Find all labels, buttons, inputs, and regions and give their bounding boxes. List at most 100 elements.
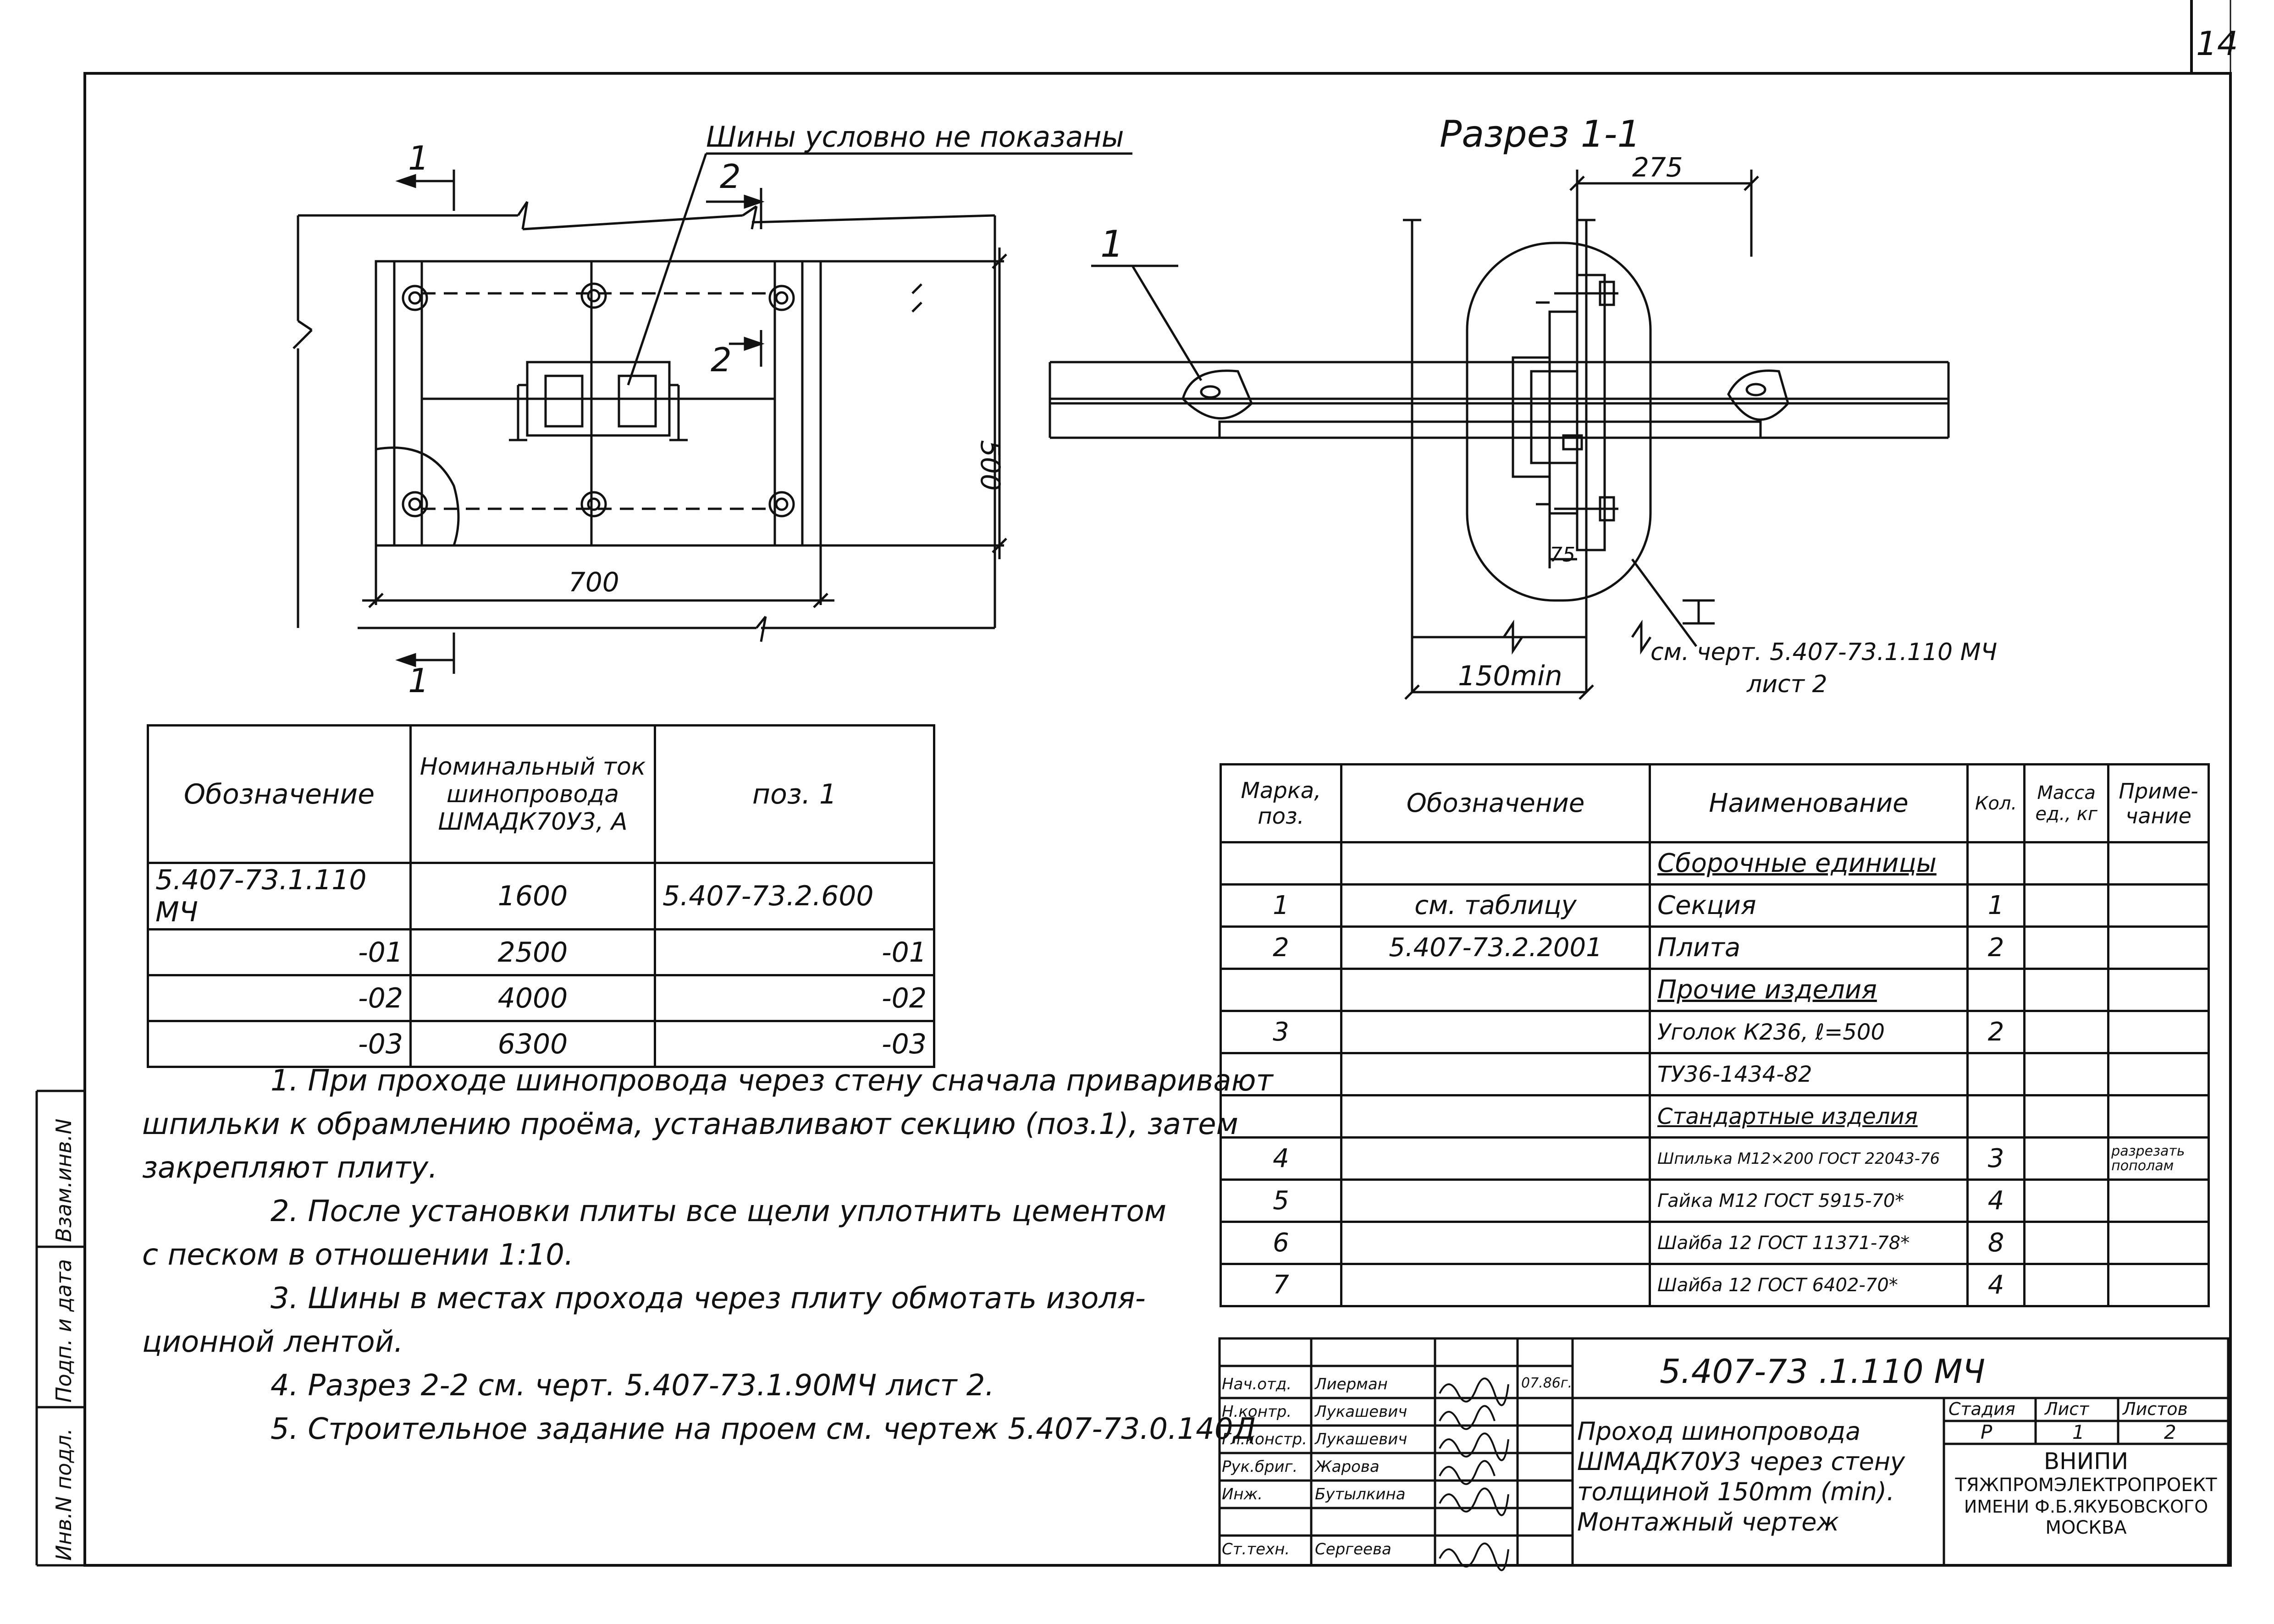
doc-code: 5.407-73 .1.110 МЧ: [1660, 1352, 1985, 1391]
spec-cell-mass: [2023, 1052, 2110, 1096]
spec-cell-note: [2107, 1010, 2210, 1054]
section-node-ref-line2: лист 2: [1746, 671, 1827, 698]
section-mark-2-top: 2: [720, 157, 741, 196]
spec-cell-pos: [1220, 841, 1342, 886]
section-callout-1: 1: [1100, 223, 1124, 265]
spec-cell-name: Уголок К236, ℓ=500: [1649, 1010, 1969, 1054]
signer-role: Нач.отд.: [1222, 1375, 1292, 1393]
spec-cell-mass: [2023, 1094, 2110, 1139]
spec-cell-qty: 3: [1966, 1136, 2026, 1181]
section-dim-75: 75: [1550, 543, 1575, 567]
table-row: 3 Уголок К236, ℓ=500 2: [1220, 1010, 2210, 1054]
sheet-value: 1: [2072, 1421, 2085, 1443]
variants-cell: -03: [147, 1020, 412, 1068]
spec-header-designation: Обозначение: [1340, 763, 1651, 843]
variants-cell: 5.407-73.1.110 МЧ: [147, 862, 412, 930]
date: 07.86г.: [1521, 1375, 1573, 1391]
spec-header-qty: Кол.: [1966, 763, 2026, 843]
margin-stamp-replace: Взам.инв.N: [51, 1118, 76, 1242]
spec-cell-pos: 4: [1220, 1136, 1342, 1181]
spec-cell-qty: [1966, 1094, 2026, 1139]
variants-header-pos1: поз. 1: [654, 724, 935, 864]
variants-cell: 4000: [409, 974, 656, 1022]
variants-cell: -02: [654, 974, 935, 1022]
signer-name: Сергеева: [1315, 1540, 1391, 1558]
table-row: 2 5.407-73.2.2001 Плита 2: [1220, 925, 2210, 970]
table-row: 4 Шпилька М12×200 ГОСТ 22043-76 3 разрез…: [1220, 1136, 2210, 1181]
variants-table: Обозначение Номинальный ток шинопровода …: [147, 724, 935, 1068]
spec-cell-name: Гайка М12 ГОСТ 5915-70*: [1649, 1178, 1969, 1223]
variants-cell: 2500: [409, 928, 656, 976]
table-row: 5.407-73.1.110 МЧ 1600 5.407-73.2.600: [147, 862, 935, 930]
plan-dim-500: 500: [975, 440, 1006, 491]
table-row: 5 Гайка М12 ГОСТ 5915-70* 4: [1220, 1178, 2210, 1223]
spec-cell-mass: [2023, 1178, 2110, 1223]
spec-cell-name: Прочие изделия: [1649, 968, 1969, 1012]
spec-table-header: Марка, поз. Обозначение Наименование Кол…: [1220, 763, 2210, 843]
spec-cell-designation: см. таблицу: [1340, 883, 1651, 928]
spec-cell-name: Секция: [1649, 883, 1969, 928]
spec-cell-pos: [1220, 1094, 1342, 1139]
spec-cell-qty: [1966, 841, 2026, 886]
org-line-4: МОСКВА: [2045, 1517, 2127, 1538]
variants-cell: -03: [654, 1020, 935, 1068]
table-row: Стандартные изделия: [1220, 1094, 2210, 1139]
table-row: ТУ36-1434-82: [1220, 1052, 2210, 1096]
title-block-frame: [1218, 1337, 2230, 1567]
signatures: [1439, 1377, 1509, 1571]
section-dim-150: 150min: [1458, 660, 1562, 692]
variants-cell: 5.407-73.2.600: [654, 862, 935, 930]
signer-role: Инж.: [1222, 1485, 1263, 1503]
table-row: -01 2500 -01: [147, 928, 935, 976]
margin-stamp-inv: Инв.N подл.: [51, 1428, 76, 1561]
spec-cell-note: [2107, 1221, 2210, 1265]
table-row: Прочие изделия: [1220, 968, 2210, 1012]
spec-cell-designation: [1340, 1052, 1651, 1096]
spec-cell-name: Плита: [1649, 925, 1969, 970]
spec-cell-note: [2107, 925, 2210, 970]
spec-cell-note: [2107, 883, 2210, 928]
spec-cell-note: [2107, 1052, 2210, 1096]
page-number: 14: [2196, 24, 2238, 63]
spec-cell-mass: [2023, 925, 2110, 970]
spec-cell-pos: 1: [1220, 883, 1342, 928]
spec-cell-mass: [2023, 883, 2110, 928]
spec-cell-qty: 8: [1966, 1221, 2026, 1265]
spec-cell-pos: 5: [1220, 1178, 1342, 1223]
plan-dim-700: 700: [568, 567, 619, 598]
spec-cell-note: [2107, 841, 2210, 886]
variants-header-designation: Обозначение: [147, 724, 412, 864]
spec-cell-name: Шайба 12 ГОСТ 11371-78*: [1649, 1221, 1969, 1265]
note-line: ционной лентой.: [142, 1325, 403, 1359]
spec-cell-qty: 2: [1966, 1010, 2026, 1054]
plan-view: [293, 152, 1132, 674]
spec-cell-note: [2107, 1263, 2210, 1307]
section-mark-1-top: 1: [408, 139, 429, 177]
note-line: 2. После установки плиты все щели уплотн…: [270, 1195, 1166, 1228]
spec-cell-designation: [1340, 1263, 1651, 1307]
variants-cell: -02: [147, 974, 412, 1022]
spec-cell-note: [2107, 1094, 2210, 1139]
spec-cell-pos: 7: [1220, 1263, 1342, 1307]
section-node-ref-line1: см. черт. 5.407-73.1.110 МЧ: [1650, 639, 1997, 666]
note-line: с песком в отношении 1:10.: [142, 1238, 574, 1272]
spec-cell-mass: [2023, 968, 2110, 1012]
sheets-label: Листов: [2123, 1399, 2188, 1419]
spec-cell-pos: 2: [1220, 925, 1342, 970]
spec-header-name: Наименование: [1649, 763, 1969, 843]
spec-header-note: Приме-чание: [2107, 763, 2210, 843]
spec-cell-designation: [1340, 1010, 1651, 1054]
table-row: Сборочные единицы: [1220, 841, 2210, 886]
spec-cell-mass: [2023, 1136, 2110, 1181]
section-dim-275: 275: [1632, 152, 1683, 183]
signer-role: Н.контр.: [1222, 1403, 1292, 1421]
variants-cell: -01: [654, 928, 935, 976]
spec-cell-name: Шайба 12 ГОСТ 6402-70*: [1649, 1263, 1969, 1307]
spec-cell-mass: [2023, 1263, 2110, 1307]
signer-role: Ст.техн.: [1222, 1540, 1290, 1558]
table-row: -03 6300 -03: [147, 1020, 935, 1068]
spec-cell-designation: [1340, 841, 1651, 886]
spec-cell-designation: [1340, 1136, 1651, 1181]
variants-cell: 6300: [409, 1020, 656, 1068]
variants-cell: -01: [147, 928, 412, 976]
